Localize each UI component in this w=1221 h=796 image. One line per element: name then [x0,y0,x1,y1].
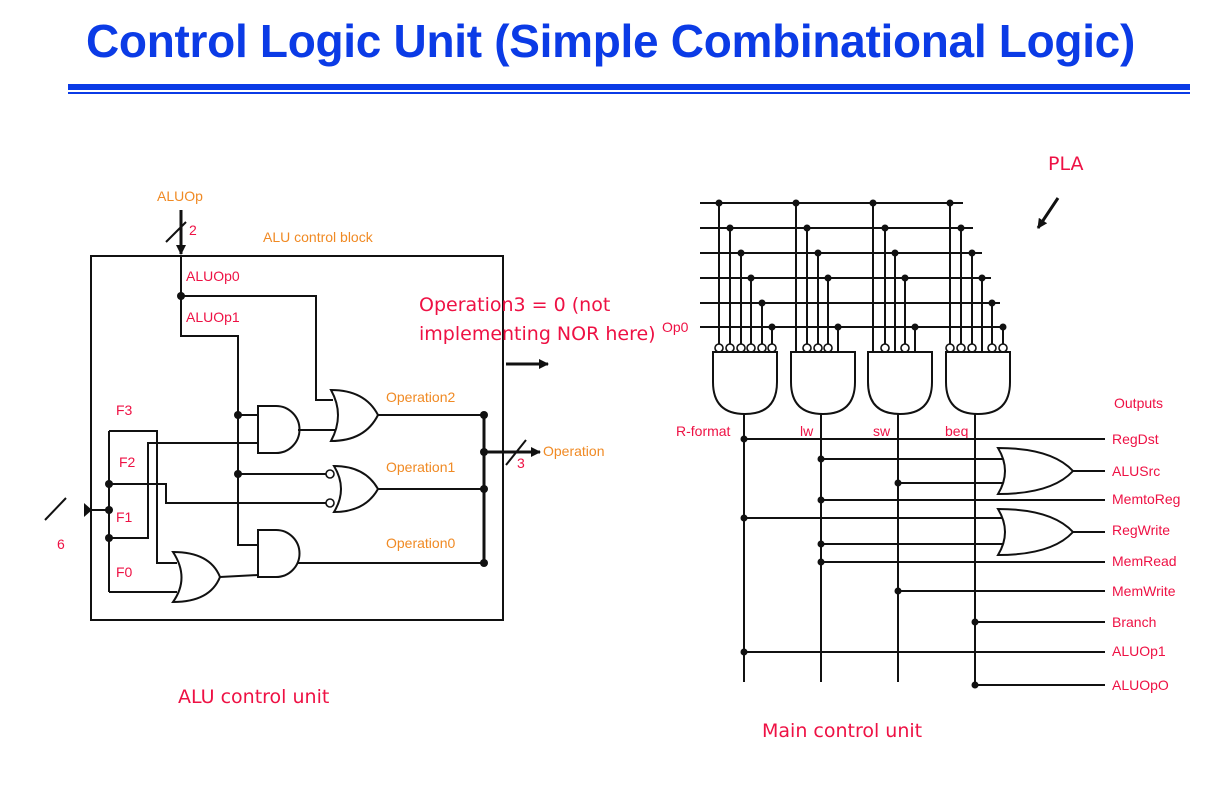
inverter-bubble [956,343,966,353]
inverter-bubble [813,343,823,353]
pla-and-gate [945,351,1011,416]
pla-label: PLA [1048,153,1083,175]
output-regwrite: RegWrite [1112,522,1170,538]
aluop-bus-width: 2 [189,222,197,238]
note-line-1: Operation3 = 0 (not [419,294,610,316]
output-aluop1: ALUOp1 [1112,643,1166,659]
aluop1-wire [180,256,258,546]
aluop-bus-slash [165,221,187,243]
alu-control-unit-caption: ALU control unit [178,686,329,708]
output-regdst: RegDst [1112,431,1159,447]
inverter-bubble [823,343,833,353]
operation2-label: Operation2 [386,389,455,405]
aluop0-wire [181,295,333,401]
f3-label: F3 [116,402,133,418]
note-line-2: implementing NOR here) [419,323,656,345]
operation-bus-slash [505,439,527,466]
inverter-bubble [714,343,724,353]
outputs-header: Outputs [1114,395,1163,411]
inverter-bubble [767,343,777,353]
output-memread: MemRead [1112,553,1177,569]
inverter-bubble [998,343,1008,353]
or-gate-op1 [332,464,380,514]
aluop-input-label: ALUOp [157,188,203,204]
op0-label: Op0 [662,319,689,335]
output-memwrite: MemWrite [1112,583,1176,599]
funct-bus-width: 6 [57,536,65,552]
inverter-bubble [880,343,890,353]
inverter-bubble [802,343,812,353]
operation-bus-width: 3 [517,455,525,471]
inverter-bubble [987,343,997,353]
funct-input-arrow [84,503,92,517]
funct-bus-slash [44,497,67,521]
pla-and-gate [712,351,778,416]
alu-control-block-box [90,255,504,621]
output-branch: Branch [1112,614,1156,630]
output-alusrc: ALUSrc [1112,463,1160,479]
or-gate-op2 [329,388,380,443]
product-term-sw: sw [873,423,891,439]
title-underline-thin [68,92,1190,94]
alu-control-unit: ALU control block ALUOp 2 ALUOp0 ALUOp1 … [44,188,656,708]
f1-label: F1 [116,509,133,525]
main-control-unit: PLA Op0 R-format lw sw beq Outputs RegDs… [662,153,1180,742]
inverter-bubble [725,343,735,353]
inverter-bubble [746,343,756,353]
inverter-bubble [945,343,955,353]
inverter-bubble [967,343,977,353]
product-term-rformat: R-format [676,423,731,439]
and-gate-op2 [257,405,301,454]
f2-label: F2 [119,454,136,470]
inverter-bubble [736,343,746,353]
output-aluopo: ALUOpO [1112,677,1169,693]
alu-control-block-label: ALU control block [263,229,374,245]
title-underline-thick [68,84,1190,90]
pla-or-gate [996,507,1075,557]
pla-or-plane [740,414,1105,689]
operation0-label: Operation0 [386,535,455,551]
main-control-unit-caption: Main control unit [762,720,922,742]
output-labels: RegDstALUSrcMemtoRegRegWriteMemReadMemWr… [1112,431,1180,693]
slide-title: Control Logic Unit (Simple Combinational… [86,15,1135,67]
pla-and-gate [790,351,856,416]
product-term-lw: lw [800,423,814,439]
inverter-bubble [757,343,767,353]
aluop0-label: ALUOp0 [186,268,240,284]
or-gate-f0-f3 [171,550,222,604]
pla-and-plane [700,199,1011,416]
product-term-beq: beq [945,423,968,439]
operation1-label: Operation1 [386,459,455,475]
pla-and-gate [867,351,933,416]
operation-output-label: Operation [543,443,604,459]
and-gate-op0 [257,529,301,578]
inverter-bubble [900,343,910,353]
aluop1-label: ALUOp1 [186,309,240,325]
pla-arrow [1036,197,1060,229]
f0-label: F0 [116,564,133,580]
output-memtoreg: MemtoReg [1112,491,1180,507]
pla-or-gate [996,446,1075,496]
